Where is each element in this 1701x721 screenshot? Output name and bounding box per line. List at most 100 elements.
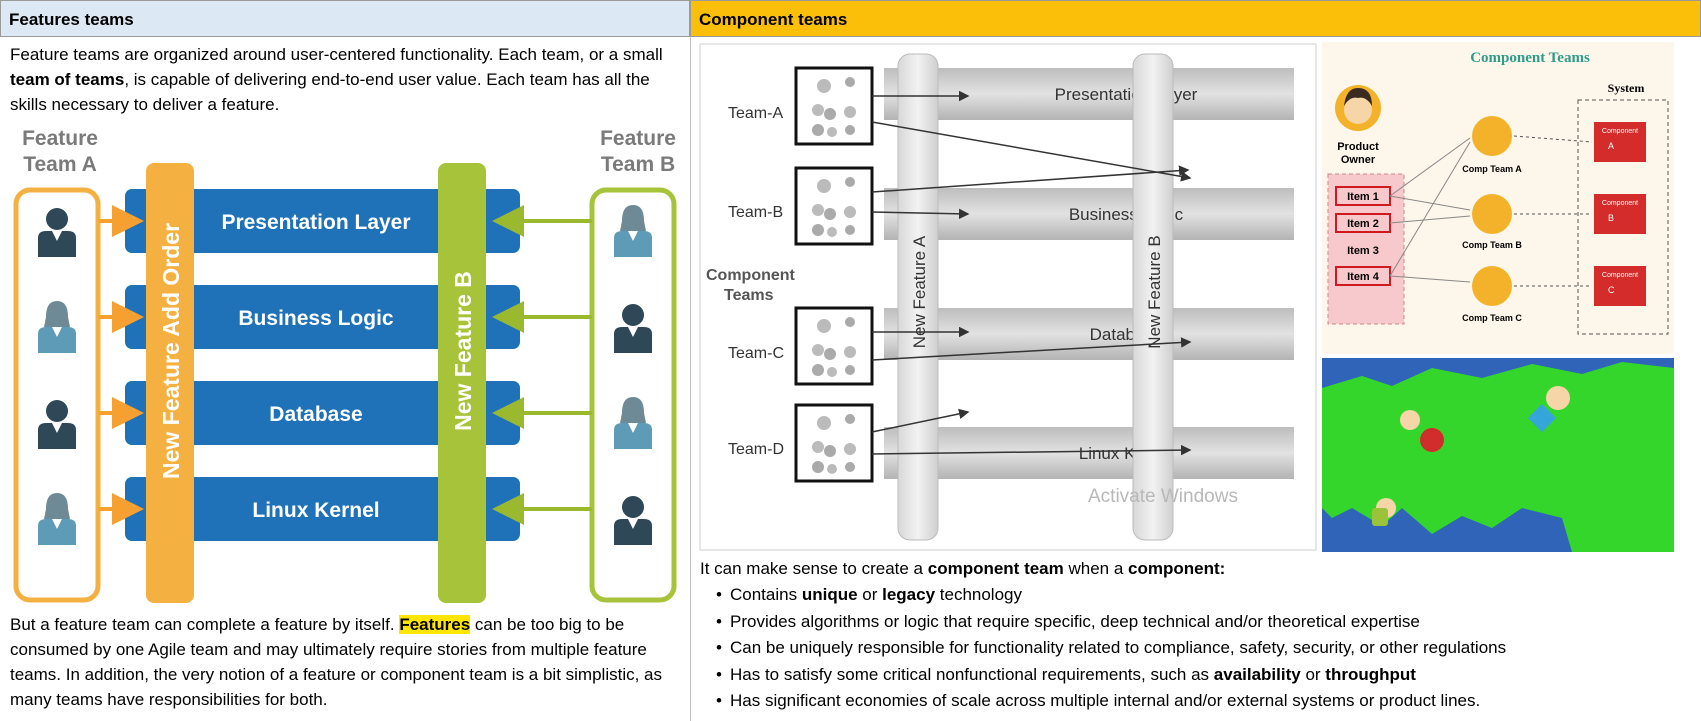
layer-database-band (884, 308, 1294, 360)
bullet-text: or (1300, 664, 1326, 684)
bullet-text: Has to satisfy some critical nonfunction… (730, 664, 1214, 684)
layer-database (125, 381, 520, 445)
layer-presentation (125, 189, 520, 253)
bullet-bold: availability (1213, 664, 1301, 684)
bullet-bold: unique (801, 585, 858, 604)
layer-label: Linux Kernel (252, 499, 379, 522)
list-item: Has to satisfy some critical nonfunction… (716, 662, 1506, 689)
product-owner-hair-icon (1344, 88, 1372, 106)
bullet-text: Can be uniquely responsible for function… (730, 638, 1507, 657)
android-icon (1372, 508, 1388, 526)
comp-team-label: Comp Team B (1462, 240, 1522, 250)
angular-icon (1420, 428, 1444, 452)
list-item: Has significant economies of scale acros… (716, 688, 1506, 715)
europe-map-image (1322, 358, 1674, 552)
team-label: Team-D (728, 441, 784, 458)
ct-intro-bold-2: component: (1128, 559, 1226, 578)
component-label: Component (1602, 200, 1638, 207)
team-icon (794, 166, 874, 246)
component-team-criteria-list: Contains unique or legacy technology Pro… (716, 582, 1507, 715)
feature-team-b-box (589, 187, 677, 603)
item-arrow (1389, 195, 1471, 211)
team-icon (794, 403, 874, 483)
item-arrow (1389, 141, 1471, 277)
ct-intro-text-2: when a (1063, 559, 1129, 578)
product-owner-label-2: Owner (1341, 154, 1376, 166)
component-teams-diagram: Presentation Layer Business Logic Databa… (699, 43, 1317, 551)
comp-team-label: Comp Team C (1462, 313, 1522, 323)
team-arrow (871, 337, 1192, 361)
bullet-bold: legacy (882, 585, 936, 604)
item-arrow (1389, 275, 1471, 283)
team-component-link (1513, 135, 1593, 143)
people-icon (1400, 410, 1420, 430)
diamond-icon (1527, 403, 1557, 433)
team-arrow (871, 165, 1190, 193)
team-label: Team-A (728, 105, 783, 122)
system-box (1577, 99, 1669, 335)
component-teams-group-label-1: Component (706, 267, 796, 284)
feature-team-a-label-2: Team A (23, 153, 97, 176)
bullet-bold: throughput (1325, 664, 1416, 684)
product-owner-label-1: Product (1337, 141, 1379, 153)
list-item: Contains unique or legacy technology (716, 582, 1506, 609)
feature-bar-b (438, 163, 486, 603)
component-cube (1594, 266, 1646, 306)
bullet-text: or (857, 585, 883, 604)
map-land (1322, 362, 1674, 552)
feature-team-b-label-1: Feature (600, 127, 676, 150)
feature-bar-add-order (146, 163, 194, 603)
bullet-text: Has significant economies of scale acros… (730, 691, 1481, 710)
feature-team-a-label-1: Feature (22, 127, 98, 150)
ct-intro-text-1: It can make sense to create a (700, 559, 928, 578)
outro-text-1: But a feature team can complete a featur… (10, 615, 400, 634)
feature-team-a-box (13, 187, 101, 603)
feature-team-b-label-2: Team B (601, 153, 675, 176)
product-owner-face-icon (1344, 96, 1372, 124)
column-divider (690, 37, 691, 721)
component-cube (1594, 194, 1646, 234)
people-icon (1546, 386, 1570, 410)
component-team-intro: It can make sense to create a component … (700, 556, 1690, 581)
outro-text-2: can be too big to be consumed by one Agi… (10, 615, 662, 709)
feature-teams-diagram: Feature Team A Feature Team B Presentati… (13, 127, 677, 603)
layer-linux-kernel (125, 477, 520, 541)
feature-teams-intro: Feature teams are organized around user-… (10, 42, 682, 117)
layer-label: Presentation Layer (221, 211, 410, 234)
team-arrow (871, 408, 970, 433)
backlog-item-label: Item 1 (1347, 191, 1379, 203)
feature-a-column-label: New Feature A (910, 235, 929, 348)
system-label: System (1608, 81, 1645, 95)
team-icon (794, 306, 874, 386)
layer-presentation-band (884, 68, 1294, 120)
bullet-text: Provides algorithms or logic that requir… (730, 611, 1420, 631)
comp-team-avatar (1472, 266, 1512, 306)
component-label: Component (1602, 272, 1638, 279)
list-item: Can be uniquely responsible for function… (716, 635, 1507, 662)
list-item: Provides algorithms or logic that requir… (716, 609, 1506, 636)
highlight-features: Features (399, 615, 471, 634)
bullet-text: technology (935, 585, 1022, 604)
layer-label: Database (269, 403, 362, 426)
backlog-item-label: Item 4 (1347, 271, 1380, 283)
team-arrow (871, 208, 970, 220)
ct-intro-bold-1: component team (927, 559, 1064, 578)
feature-a-column (897, 53, 939, 541)
component-label: Component (1602, 128, 1638, 135)
team-arrow (871, 444, 1192, 456)
bullet-text: Contains (730, 585, 802, 604)
feature-bar-b-label: New Feature B (450, 271, 476, 431)
feature-b-column (1132, 53, 1174, 541)
comp-team-avatar (1472, 194, 1512, 234)
feature-b-column-label: New Feature B (1145, 235, 1164, 348)
team-label: Team-C (728, 345, 784, 362)
component-letter: B (1608, 213, 1614, 223)
comp-team-label: Comp Team A (1462, 164, 1522, 174)
item-arrow (1389, 137, 1471, 197)
component-teams-illustration: Component Teams Product Owner Item 1 Ite… (1322, 42, 1674, 354)
team-arrow (871, 121, 1192, 182)
map-uk (1362, 392, 1404, 448)
activate-windows-watermark: Activate Windows (1088, 486, 1238, 507)
team-label: Team-B (728, 204, 783, 221)
